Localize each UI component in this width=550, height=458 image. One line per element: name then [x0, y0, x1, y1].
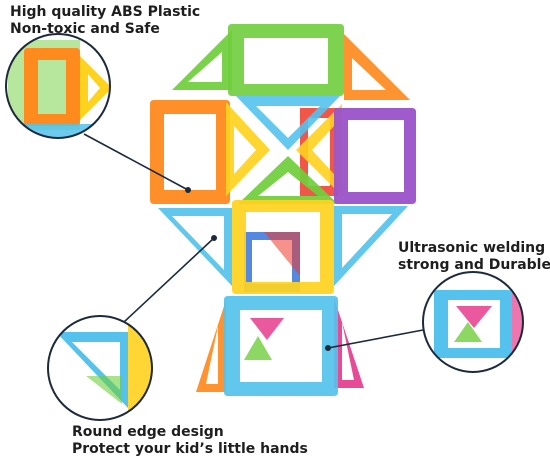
- purple-square-tile-right: [334, 108, 416, 204]
- leader-dots: [185, 187, 331, 351]
- yellow-square-tile-center: [232, 200, 334, 294]
- callout-welding-line1: Ultrasonic welding: [398, 240, 546, 256]
- callout-welding: Ultrasonic welding strong and Durable: [398, 240, 550, 274]
- green-triangle-tile-bottom-center: [244, 336, 272, 360]
- blue-triangle-tile-mid-right: [334, 206, 408, 286]
- callout-material-line1: High quality ABS Plastic: [10, 4, 201, 20]
- yellow-triangle-tile-left: [226, 102, 270, 196]
- pink-triangle-tile-bottom-right: [334, 298, 364, 388]
- callout-edge-line1: Round edge design: [72, 424, 224, 440]
- orange-triangle-tile-bottom-left: [196, 300, 226, 392]
- yellow-triangle-tile-center-right: [296, 104, 342, 196]
- orange-square-tile-left: [150, 100, 230, 204]
- callout-edge: Round edge design Protect your kid’s lit…: [72, 424, 308, 458]
- callout-material-line2: Non-toxic and Safe: [10, 21, 160, 37]
- callout-edge-line2: Protect your kid’s little hands: [72, 441, 308, 457]
- callout-welding-line2: strong and Durable: [398, 257, 550, 273]
- orange-triangle-tile-top-right: [344, 34, 410, 100]
- blue-square-tile-bottom: [224, 296, 338, 396]
- callout-material: High quality ABS Plastic Non-toxic and S…: [10, 4, 200, 38]
- green-triangle-tile-top-left: [172, 30, 232, 90]
- green-triangle-tile-center: [238, 156, 338, 204]
- blue-triangle-tile-center: [236, 96, 340, 150]
- green-square-tile-top: [228, 24, 344, 96]
- zoom-circle-material: [5, 33, 111, 139]
- leader-lines: [83, 133, 424, 349]
- blue-triangle-tile-mid-left: [158, 208, 232, 286]
- zoom-circle-edge: [47, 315, 153, 421]
- zoom-circle-welding: [422, 271, 524, 373]
- pink-triangle-tile-bottom-center: [250, 318, 284, 340]
- tile-tower: [150, 24, 416, 396]
- red-triangle-tile-inner: [264, 232, 300, 276]
